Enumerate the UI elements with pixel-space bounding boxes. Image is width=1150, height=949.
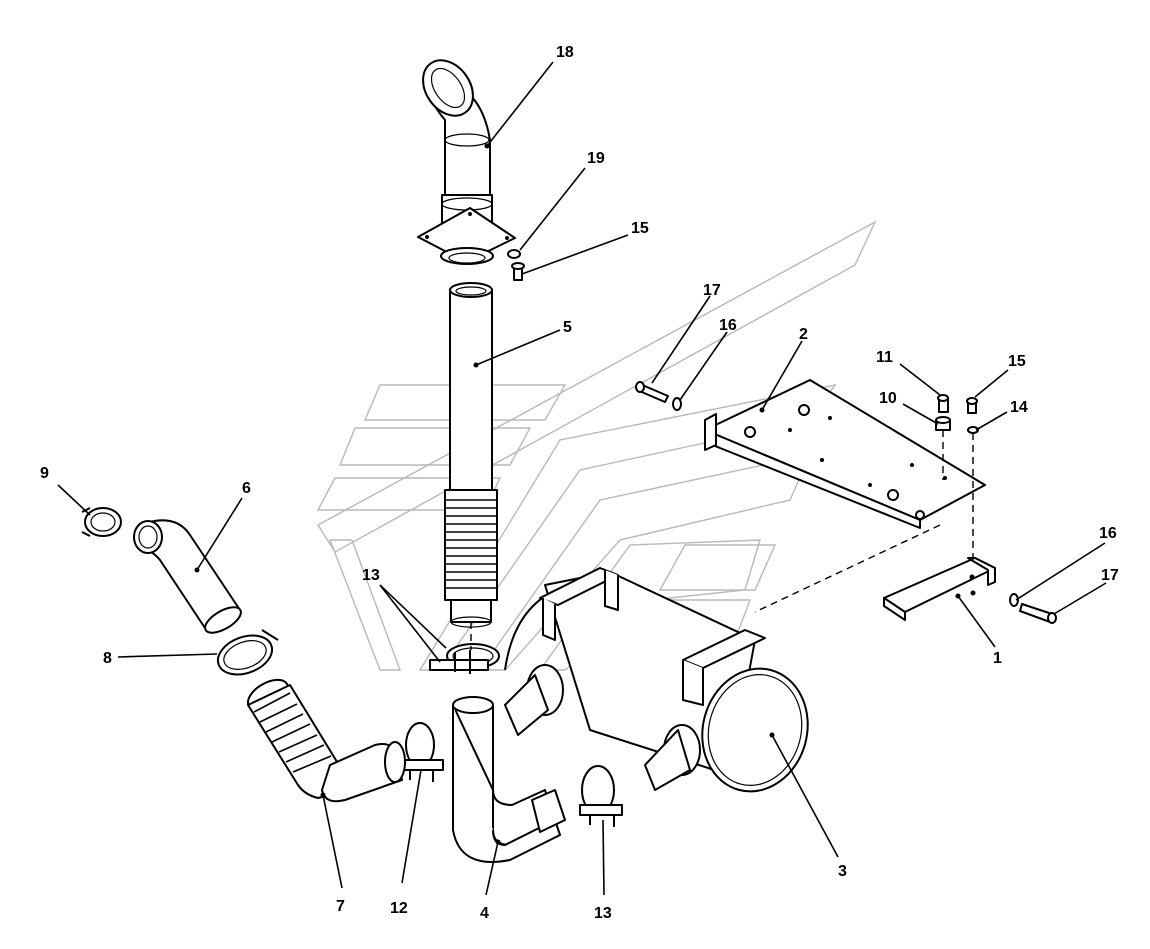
part-17-bolt-bracket [1019, 603, 1057, 624]
part-5-flex-pipe [444, 282, 498, 628]
callout-5: 5 [563, 319, 572, 336]
part-19-washer [507, 249, 521, 259]
leader-dots [194, 143, 961, 845]
callout-17-right: 17 [1101, 567, 1119, 584]
callout-16-upper: 16 [719, 317, 737, 334]
callout-9: 9 [40, 465, 49, 482]
part-2-mounting-plate [704, 379, 986, 529]
callout-12: 12 [390, 900, 408, 917]
callout-3: 3 [838, 863, 847, 880]
callout-16-right: 16 [1099, 525, 1117, 542]
callout-18: 18 [556, 44, 574, 61]
callout-15-right: 15 [1008, 353, 1026, 370]
callout-1: 1 [993, 650, 1002, 667]
part-15-bolt-right [966, 397, 978, 414]
part-15-bolt-upper [511, 262, 525, 281]
callout-14: 14 [1010, 399, 1028, 416]
callout-19: 19 [587, 150, 605, 167]
part-13-clamp-upper [429, 643, 500, 674]
callout-2: 2 [799, 326, 808, 343]
callout-6: 6 [242, 480, 251, 497]
leader-lines [57, 61, 1107, 896]
callout-11: 11 [876, 349, 893, 366]
part-13-clamp-lower [579, 765, 623, 827]
callout-17-upper: 17 [703, 282, 721, 299]
part-12-clamp [402, 722, 444, 782]
callout-10: 10 [879, 390, 897, 407]
part-16-washer-plate [672, 397, 682, 411]
part-3-muffler [504, 567, 809, 793]
part-9-clamp [81, 507, 122, 537]
callout-15-upper: 15 [631, 220, 649, 237]
part-7-flex-elbow [247, 678, 406, 803]
callout-13-lower: 13 [594, 905, 612, 922]
part-16-washer-bracket [1009, 593, 1019, 607]
part-8-clamp [216, 629, 279, 676]
part-1-bracket [883, 557, 996, 621]
callout-13-upper: 13 [362, 567, 380, 584]
assembly-lines [470, 430, 974, 650]
part-18-stack-elbow [417, 59, 516, 265]
part-6-elbow [133, 519, 242, 634]
part-11-bolt [937, 394, 949, 413]
callout-labels: 18 19 15 5 17 16 2 11 15 10 14 9 6 13 8 … [40, 44, 1119, 922]
callout-7: 7 [336, 898, 345, 915]
part-4-u-pipe [452, 696, 566, 863]
part-17-bolt-plate [635, 381, 669, 403]
callout-8: 8 [103, 650, 112, 667]
callout-4: 4 [480, 905, 489, 922]
